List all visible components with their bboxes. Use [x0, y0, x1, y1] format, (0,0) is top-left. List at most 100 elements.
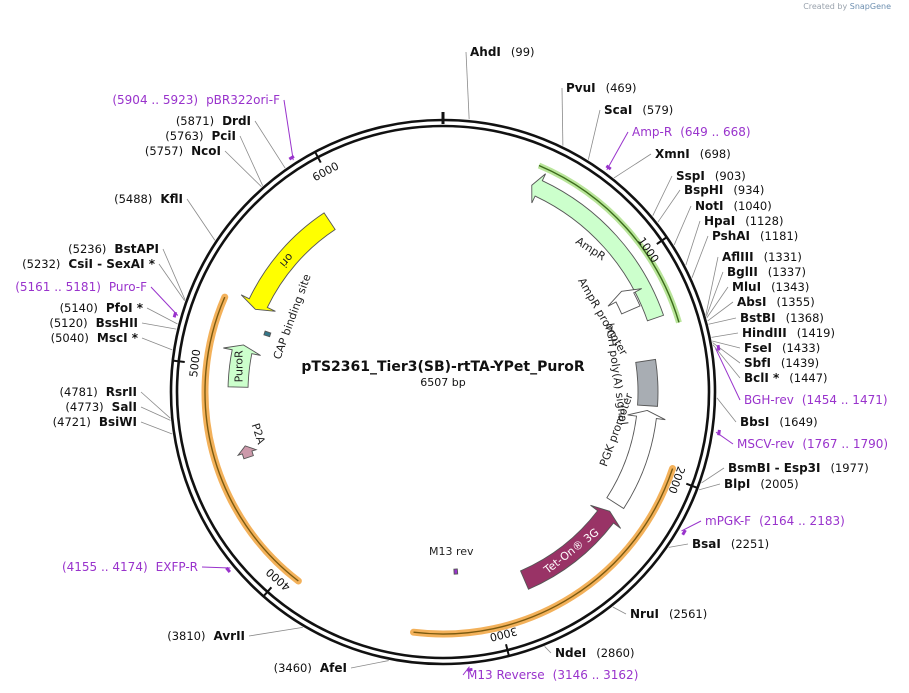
- primer-mark: [172, 311, 178, 318]
- site-name-nrui[interactable]: NruI: [630, 607, 659, 621]
- site-name-bsmbi-esp3i[interactable]: BsmBI - Esp3I: [728, 461, 820, 475]
- site-name-noti[interactable]: NotI: [695, 199, 724, 213]
- site-name-sali[interactable]: SalI: [112, 400, 137, 414]
- site-name-pvui[interactable]: PvuI: [566, 81, 596, 95]
- site-name-hindiii[interactable]: HindIII: [742, 326, 787, 340]
- primer-mark: [605, 164, 612, 171]
- primer-bgh-rev[interactable]: BGH-rev(1454 .. 1471): [744, 393, 888, 407]
- site-name-fsei[interactable]: FseI: [744, 341, 772, 355]
- site-name-afliii[interactable]: AflIII: [722, 250, 754, 264]
- created-by-text: Created by: [803, 2, 848, 11]
- feature-label-p2a: P2A: [249, 422, 268, 447]
- site-pos: (1128): [745, 214, 783, 228]
- site-pos: (903): [715, 169, 746, 183]
- site-pos: (2005): [760, 477, 798, 491]
- ruler-tick-6000: [314, 151, 322, 164]
- site-name-bstbi[interactable]: BstBI: [740, 311, 776, 325]
- primer-range: (2164 .. 2183): [759, 514, 845, 528]
- primer-leader: [201, 566, 231, 569]
- site-name-bsphi[interactable]: BspHI: [684, 183, 723, 197]
- site-name-ndei[interactable]: NdeI: [555, 646, 586, 660]
- feature-ampr[interactable]: [531, 173, 665, 322]
- site-name-absi[interactable]: AbsI: [737, 295, 766, 309]
- site-leader: [701, 467, 725, 484]
- site-name-bcli[interactable]: BclI *: [744, 371, 780, 385]
- primer-label: pBR322ori-F: [206, 93, 280, 107]
- annotation-arc-core-2: [204, 296, 299, 582]
- feature-ampr-promoter[interactable]: [607, 288, 642, 315]
- site-leader: [162, 248, 186, 300]
- site-pos: (1447): [789, 371, 827, 385]
- feature-tet-on[interactable]: [519, 504, 622, 590]
- site-name-sspi[interactable]: SspI: [676, 169, 705, 183]
- site-pos: (3810): [167, 629, 205, 643]
- site-name-bsshii[interactable]: BssHII: [96, 316, 138, 330]
- site-leader: [705, 256, 719, 315]
- site-leader: [685, 220, 701, 266]
- site-name-blpi[interactable]: BlpI: [724, 477, 750, 491]
- site-name-hpai[interactable]: HpaI: [704, 214, 735, 228]
- site-name-ahdi[interactable]: AhdI: [470, 45, 501, 59]
- site-name-xmni[interactable]: XmnI: [655, 147, 690, 161]
- site-name-csii-sexai[interactable]: CsiI - SexAI *: [68, 257, 155, 271]
- site-leader: [544, 646, 552, 654]
- primer-label: mPGK-F: [705, 514, 751, 528]
- primer-range: (5904 .. 5923): [112, 93, 198, 107]
- site-name-pcii[interactable]: PciI: [212, 129, 237, 143]
- site-pos: (579): [642, 103, 673, 117]
- site-name-afei[interactable]: AfeI: [320, 661, 347, 675]
- ampr-highlight-core: [538, 164, 680, 323]
- site-name-bsiwi[interactable]: BsiWI: [99, 415, 137, 429]
- feature-pgk-promoter[interactable]: [606, 409, 666, 510]
- feature-m13-rev[interactable]: [453, 568, 459, 575]
- primer-puro-f[interactable]: (5161 .. 5181)Puro-F: [15, 280, 147, 294]
- site-pos: (1433): [782, 341, 820, 355]
- site-name-bbsi[interactable]: BbsI: [740, 415, 769, 429]
- site-name-bstapi[interactable]: BstAPI: [114, 242, 159, 256]
- site-leader: [652, 175, 673, 216]
- site-leader: [465, 51, 470, 120]
- site-leader: [708, 317, 737, 325]
- site-leader: [140, 406, 171, 421]
- feature-puror[interactable]: [223, 344, 261, 388]
- site-name-bglii[interactable]: BglII: [727, 265, 758, 279]
- site-pos: (5040): [51, 331, 89, 345]
- primer-range: (649 .. 668): [680, 125, 750, 139]
- site-leader: [668, 543, 689, 548]
- site-name-sbfi[interactable]: SbfI: [744, 356, 771, 370]
- site-name-avrii[interactable]: AvrII: [213, 629, 245, 643]
- site-name-mlui[interactable]: MluI: [732, 280, 761, 294]
- site-pos: (5488): [114, 192, 152, 206]
- feature-cap-binding-site[interactable]: [263, 330, 272, 338]
- primer-pbr322ori-f[interactable]: (5904 .. 5923) pBR322ori-F: [112, 93, 280, 107]
- site-pos: (2860): [596, 646, 634, 660]
- feature-label-ampr-promoter: AmpR promoter: [575, 276, 630, 359]
- site-name-kfli[interactable]: KflI: [160, 192, 183, 206]
- site-leader: [158, 263, 185, 301]
- primer-mscv-rev[interactable]: MSCV-rev(1767 .. 1790): [737, 437, 888, 451]
- site-leader: [673, 205, 692, 246]
- site-leader: [350, 660, 389, 669]
- site-name-ncoi[interactable]: NcoI: [191, 144, 221, 158]
- ruler-tick-2000: [685, 482, 698, 489]
- site-name-bsai[interactable]: BsaI: [692, 537, 721, 551]
- primer-range: (5161 .. 5181): [15, 280, 101, 294]
- feature-ori[interactable]: [240, 212, 336, 312]
- feature-p2a[interactable]: [236, 445, 258, 460]
- snapgene-logo: SnapGene: [849, 2, 891, 11]
- site-name-rsrii[interactable]: RsrII: [106, 385, 137, 399]
- site-name-pshai[interactable]: PshAI: [712, 229, 750, 243]
- site-name-drdi[interactable]: DrdI: [222, 114, 251, 128]
- site-name-msci[interactable]: MscI *: [97, 331, 139, 345]
- site-leader: [224, 150, 262, 188]
- primer-mpgk-f[interactable]: mPGK-F (2164 .. 2183): [705, 514, 845, 528]
- snapgene-credit: Created by SnapGene: [803, 2, 891, 11]
- primer-amp-r[interactable]: Amp-R(649 .. 668): [632, 125, 751, 139]
- primer-exfp-r[interactable]: (4155 .. 4174)EXFP-R: [62, 560, 198, 574]
- site-leader: [612, 606, 627, 615]
- feature-bgh-polya[interactable]: [635, 358, 659, 407]
- primer-m13-reverse[interactable]: M13 Reverse(3146 .. 3162): [467, 668, 638, 682]
- site-name-pfoi[interactable]: PfoI *: [106, 301, 144, 315]
- site-name-scai[interactable]: ScaI: [604, 103, 632, 117]
